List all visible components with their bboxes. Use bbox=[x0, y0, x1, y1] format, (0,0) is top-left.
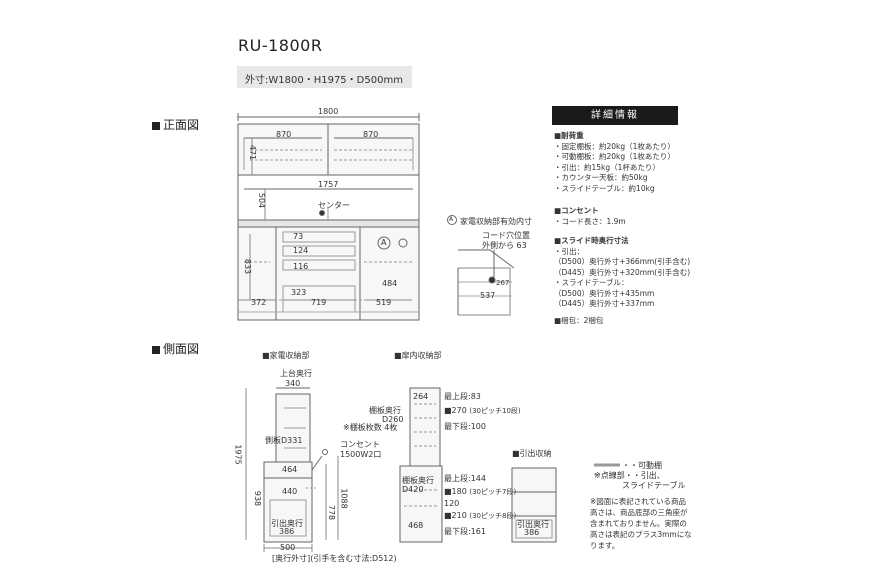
slide-item: （D500）奥行外寸+435mm bbox=[554, 288, 655, 298]
dim-440: 440 bbox=[282, 487, 298, 496]
dim-484: 484 bbox=[382, 279, 398, 288]
note-line: ります。 bbox=[590, 541, 620, 550]
dim-372: 372 bbox=[251, 298, 267, 307]
appliance-section-title: ■家電収納部 bbox=[262, 351, 310, 360]
dim-upper-left-width: 870 bbox=[276, 130, 292, 139]
dim-overall-width: 1800 bbox=[318, 107, 339, 116]
legend-dotted-1: ※点線部・・引出、 bbox=[594, 471, 665, 480]
cord-hole-line1: コード穴位置 bbox=[482, 231, 530, 240]
legend-movable: ・・可動棚 bbox=[622, 461, 662, 470]
load-item: ・可動棚板：約20kg（1枚あたり） bbox=[554, 152, 675, 161]
dim-124: 124 bbox=[293, 246, 309, 255]
load-item: ・引出：約15kg（1杯あたり） bbox=[554, 162, 660, 172]
details-header: 詳細情報 bbox=[552, 106, 678, 125]
cord-hole-line2: 外側から 63 bbox=[482, 241, 527, 250]
legend-dotted-2: スライドテーブル bbox=[622, 481, 686, 490]
note-line: 高さは、商品底部の三角座が bbox=[590, 508, 688, 517]
drawer-depth: 386 bbox=[279, 527, 295, 536]
front-view-title-text: 正面図 bbox=[163, 118, 200, 132]
load-item: ・カウンター天板：約50kg bbox=[554, 173, 648, 182]
dim-264: 264 bbox=[413, 392, 429, 401]
upper-depth: 340 bbox=[285, 379, 301, 388]
pitch-210-note: (30ピッチ8段) bbox=[469, 512, 517, 520]
inset-dim-537: 537 bbox=[480, 291, 496, 300]
load-item: ・固定棚板：約20kg（1枚あたり） bbox=[554, 141, 675, 151]
shelf-depth: D260 bbox=[382, 415, 404, 424]
model-number: RU-1800R bbox=[238, 36, 323, 55]
bottom-shelf-161: 最下段:161 bbox=[444, 527, 486, 536]
inset-dim-267: 267 bbox=[496, 279, 510, 287]
note-line: 高さは表記のプラス3mmにな bbox=[590, 530, 692, 539]
outlet-title: ■コンセント bbox=[554, 206, 599, 215]
top-shelf-144: 最上段:144 bbox=[444, 474, 486, 483]
dim-120: 120 bbox=[444, 499, 460, 508]
pitch-270-value: ■270 bbox=[444, 406, 467, 415]
dim-519: 519 bbox=[376, 298, 392, 307]
pitch-180: ■180 (30ピッチ7段) bbox=[444, 487, 516, 497]
dim-778: 778 bbox=[327, 504, 337, 521]
pitch-180-note: (30ピッチ7段) bbox=[469, 488, 517, 496]
load-item: ・スライドテーブル：約10kg bbox=[554, 183, 655, 193]
drawer2-depth: 386 bbox=[524, 528, 540, 537]
slide-item: ・スライドテーブル： bbox=[554, 278, 629, 287]
outlet-section: ■コンセント ・コード長さ：1.9m bbox=[554, 206, 626, 227]
side-view-title-text: 側面図 bbox=[163, 342, 200, 356]
height-note: ※図面に表記されている商品 高さは、商品底部の三角座が 含まれておりません。実際… bbox=[590, 496, 692, 551]
slide-section: ■スライド時奥行寸法 ・引出： （D500）奥行外寸+366mm(引手含む) （… bbox=[554, 236, 690, 310]
slide-item: （D500）奥行外寸+366mm(引手含む) bbox=[554, 257, 691, 266]
lower-shelf-depth: D420 bbox=[402, 485, 424, 494]
drawer2-depth-label: 引出奥行 bbox=[517, 520, 549, 529]
note-line: ※図面に表記されている商品 bbox=[590, 497, 687, 506]
drawer-section-title: ■引出収納 bbox=[512, 449, 552, 458]
outlet-spec: 1500W2口 bbox=[340, 450, 382, 459]
dim-938: 938 bbox=[253, 490, 263, 507]
front-view-title: 正面図 bbox=[152, 116, 199, 133]
dim-73: 73 bbox=[293, 232, 304, 241]
outlet-label: コンセント bbox=[340, 440, 380, 449]
marker-a: A bbox=[381, 238, 387, 247]
note-line: 含まれておりません。実際の bbox=[590, 519, 687, 528]
load-section: ■耐荷重 ・固定棚板：約20kg（1枚あたり） ・可動棚板：約20kg（1枚あた… bbox=[554, 131, 675, 194]
dim-116: 116 bbox=[293, 262, 309, 271]
slide-item: （D445）奥行外寸+320mm(引手含む) bbox=[554, 267, 691, 277]
outer-dims-box bbox=[237, 66, 412, 88]
lower-shelf-label: 棚板奥行 bbox=[402, 476, 434, 485]
inset-title: 家電収納部有効内寸 bbox=[460, 217, 532, 226]
dim-1088: 1088 bbox=[339, 488, 349, 509]
slide-item: ・引出： bbox=[554, 246, 584, 256]
outlet-item: ・コード長さ：1.9m bbox=[554, 216, 626, 226]
pitch-210: ■210 (30ピッチ8段) bbox=[444, 511, 516, 521]
pitch-270-note: (30ピッチ10段) bbox=[469, 407, 521, 415]
dim-323: 323 bbox=[291, 288, 307, 297]
load-title: ■耐荷重 bbox=[554, 131, 584, 140]
dim-719: 719 bbox=[311, 298, 327, 307]
shelf-depth-label: 棚板奥行 bbox=[369, 406, 401, 415]
dim-upper-right-width: 870 bbox=[363, 130, 379, 139]
dim-counter-width: 1757 bbox=[318, 180, 339, 189]
drawer-depth-label: 引出奥行 bbox=[271, 519, 303, 528]
pitch-270: ■270 (30ピッチ10段) bbox=[444, 406, 521, 416]
top-shelf-83: 最上段:83 bbox=[444, 392, 481, 401]
shelf-count: ※棚板枚数 4枚 bbox=[343, 423, 398, 432]
center-label: センター bbox=[318, 201, 350, 210]
dim-500: 500 bbox=[280, 543, 296, 552]
pitch-180-value: ■180 bbox=[444, 487, 467, 496]
dim-464: 464 bbox=[282, 465, 298, 474]
upper-depth-label: 上台奥行 bbox=[280, 369, 312, 378]
slide-item: （D445）奥行外寸+337mm bbox=[554, 299, 655, 308]
slide-title: ■スライド時奥行寸法 bbox=[554, 236, 629, 245]
package-info: ■梱包：2梱包 bbox=[554, 316, 604, 325]
side-plate-depth: 側板D331 bbox=[265, 436, 303, 445]
pitch-210-value: ■210 bbox=[444, 511, 467, 520]
dim-468: 468 bbox=[408, 521, 424, 530]
outer-dims-text: 外寸:W1800・H1975・D500mm bbox=[245, 75, 403, 86]
inset-marker: A bbox=[449, 216, 454, 223]
side-view-title: 側面図 bbox=[152, 340, 199, 357]
bottom-shelf-100: 最下段:100 bbox=[444, 422, 486, 431]
depth-note: [奥行外寸](引手を含む寸法:D512) bbox=[272, 554, 397, 563]
dim-total-height: 1975 bbox=[233, 444, 243, 465]
cabinet-section-title: ■扉内収納部 bbox=[394, 351, 442, 360]
